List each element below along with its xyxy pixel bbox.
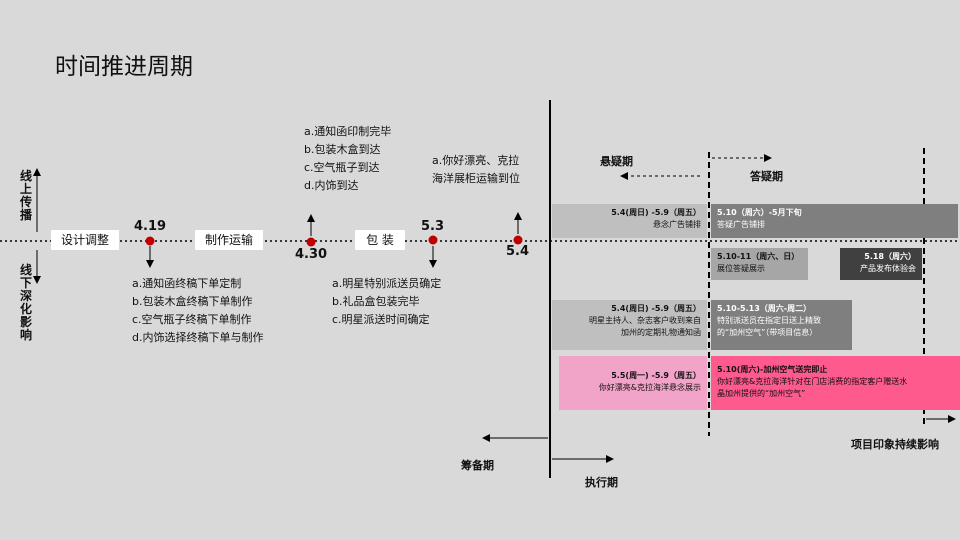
box-launch-event: 5.18（周六） 产品发布体验会 — [840, 248, 922, 280]
box-notice-letter: 5.4(周日) -5.9（周五） 明星主持人、杂志客户收到来自 加州的定期礼物通… — [552, 300, 707, 350]
phase-answer: 答疑期 — [750, 170, 783, 183]
stage-production: 制作运输 — [195, 230, 263, 250]
date-54: 5.4 — [506, 244, 530, 259]
box-answer-ads: 5.10（周六）-5月下旬 答疑广告铺排 — [711, 204, 958, 238]
phase-prep: 筹备期 — [461, 459, 494, 472]
note-item: b.包装木盒终稿下单制作 — [132, 295, 253, 308]
box-suspense-ads: 5.4(周日) -5.9（周五） 悬念广告铺排 — [552, 204, 707, 238]
stage-packaging: 包 装 — [355, 230, 405, 250]
phase-suspense: 悬疑期 — [600, 155, 633, 168]
marker-419 — [145, 236, 155, 246]
note-item: c.空气瓶子终稿下单制作 — [132, 313, 252, 326]
note-item: 海洋展柜运输到位 — [432, 172, 520, 185]
box-teaser-display: 5.5(周一) -5.9（周五） 你好漂亮&克拉海洋悬念展示 — [559, 356, 707, 410]
note-item: d.内饰到达 — [304, 179, 359, 192]
note-item: a.通知函终稿下单定制 — [132, 277, 242, 290]
notes-54: a.你好漂亮、克拉 海洋展柜运输到位 — [432, 152, 520, 188]
note-item: a.你好漂亮、克拉 — [432, 154, 520, 167]
note-item: c.明星派送时间确定 — [332, 313, 430, 326]
marker-430 — [306, 237, 316, 247]
notes-53: a.明星特别派送员确定 b.礼品盒包装完毕 c.明星派送时间确定 — [332, 275, 441, 329]
note-item: b.礼品盒包装完毕 — [332, 295, 420, 308]
marker-53 — [428, 235, 438, 245]
note-item: a.通知函印制完毕 — [304, 125, 392, 138]
box-special-delivery: 5.10-5.13（周六-周二） 特别派送员在指定日送上精致 的“加州空气”（带… — [711, 300, 852, 350]
box-booth-display: 5.10-11（周六、日） 展位答疑展示 — [711, 248, 808, 280]
date-430: 4.30 — [295, 247, 328, 262]
note-item: a.明星特别派送员确定 — [332, 277, 442, 290]
marker-54 — [513, 235, 523, 245]
page-title: 时间推进周期 — [55, 54, 193, 80]
offline-label: 线下深化影响 — [19, 263, 32, 342]
online-label: 线上传播 — [19, 169, 32, 222]
note-item: b.包装木盒到达 — [304, 143, 381, 156]
date-419: 4.19 — [134, 219, 167, 234]
note-item: c.空气瓶子到达 — [304, 161, 380, 174]
phase-lasting: 项目印象持续影响 — [851, 438, 939, 451]
stage-design: 设计调整 — [51, 230, 119, 250]
date-53: 5.3 — [421, 219, 445, 234]
notes-430: a.通知函印制完毕 b.包装木盒到达 c.空气瓶子到达 d.内饰到达 — [304, 123, 391, 195]
phase-exec: 执行期 — [585, 476, 618, 489]
box-air-gift: 5.10(周六)-加州空气送完即止 你好漂亮&克拉海洋针对在门店消费的指定客户赠… — [711, 356, 960, 410]
notes-419: a.通知函终稿下单定制 b.包装木盒终稿下单制作 c.空气瓶子终稿下单制作 d.… — [132, 275, 263, 347]
note-item: d.内饰选择终稿下单与制作 — [132, 331, 264, 344]
